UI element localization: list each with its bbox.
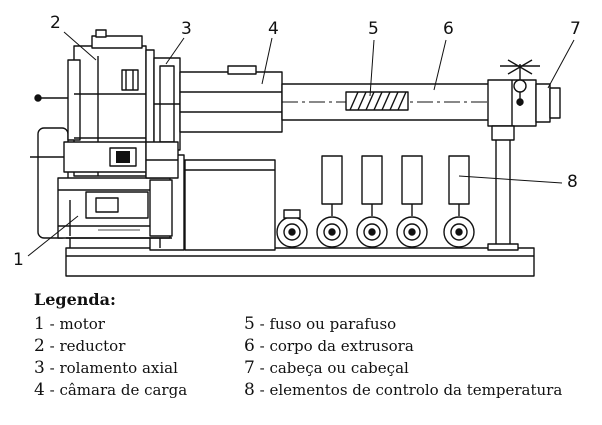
legend-number: 2	[34, 336, 45, 356]
callout-8: 8	[567, 172, 578, 192]
legend-number: 3	[34, 358, 45, 378]
legend-item: 3 - rolamento axial	[34, 358, 178, 378]
legend-title: Legenda:	[34, 290, 116, 309]
leader-1	[27, 215, 79, 257]
support-column	[487, 125, 519, 251]
leader-5	[369, 39, 375, 97]
legend-text: - câmara de carga	[49, 381, 188, 399]
extruder-head	[487, 59, 561, 127]
motor	[37, 127, 173, 248]
leader-3	[165, 37, 185, 65]
legend-item: 8 - elementos de controlo da temperatura	[244, 380, 562, 400]
legend-item: 4 - câmara de carga	[34, 380, 187, 400]
temp-unit	[356, 155, 388, 248]
legend-text: - fuso ou parafuso	[259, 315, 397, 333]
legend-number: 1	[34, 314, 45, 334]
temp-unit	[276, 209, 308, 248]
legend-item: 5 - fuso ou parafuso	[244, 314, 396, 334]
temp-unit	[396, 155, 428, 248]
legend-number: 5	[244, 314, 255, 334]
legend-number: 6	[244, 336, 255, 356]
legend-number: 4	[34, 380, 45, 400]
callout-4: 4	[268, 19, 279, 39]
legend-text: - cabeça ou cabeçal	[259, 359, 409, 377]
legend-number: 8	[244, 380, 255, 400]
temp-unit	[443, 155, 475, 248]
machine-base	[65, 154, 535, 277]
axial-bearing	[145, 57, 181, 179]
legend: Legenda: 1 - motor 2 - reductor 3 - rola…	[34, 290, 594, 420]
callout-7: 7	[570, 19, 581, 39]
extruder-drawing	[27, 29, 575, 277]
callout-1: 1	[13, 250, 24, 270]
feed-chamber	[179, 65, 283, 133]
legend-item: 6 - corpo da extrusora	[244, 336, 414, 356]
temperature-control-units	[276, 155, 475, 248]
callout-2: 2	[50, 13, 61, 33]
legend-text: - elementos de controlo da temperatura	[259, 381, 563, 399]
callout-5: 5	[368, 19, 379, 39]
leader-4	[261, 37, 273, 85]
leader-8	[458, 175, 563, 184]
legend-number: 7	[244, 358, 255, 378]
screw	[345, 91, 409, 111]
callout-6: 6	[443, 19, 454, 39]
extruder-barrel	[281, 83, 491, 121]
callout-3: 3	[181, 19, 192, 39]
legend-text: - motor	[49, 315, 105, 333]
temp-unit	[316, 155, 348, 248]
leader-6	[433, 39, 447, 91]
legend-text: - corpo da extrusora	[259, 337, 414, 355]
leader-lines	[27, 31, 575, 257]
legend-text: - rolamento axial	[49, 359, 178, 377]
legend-item: 2 - reductor	[34, 336, 125, 356]
legend-item: 1 - motor	[34, 314, 105, 334]
legend-text: - reductor	[49, 337, 126, 355]
legend-item: 7 - cabeça ou cabeçal	[244, 358, 409, 378]
leader-2	[63, 31, 97, 61]
leader-7	[547, 39, 575, 89]
